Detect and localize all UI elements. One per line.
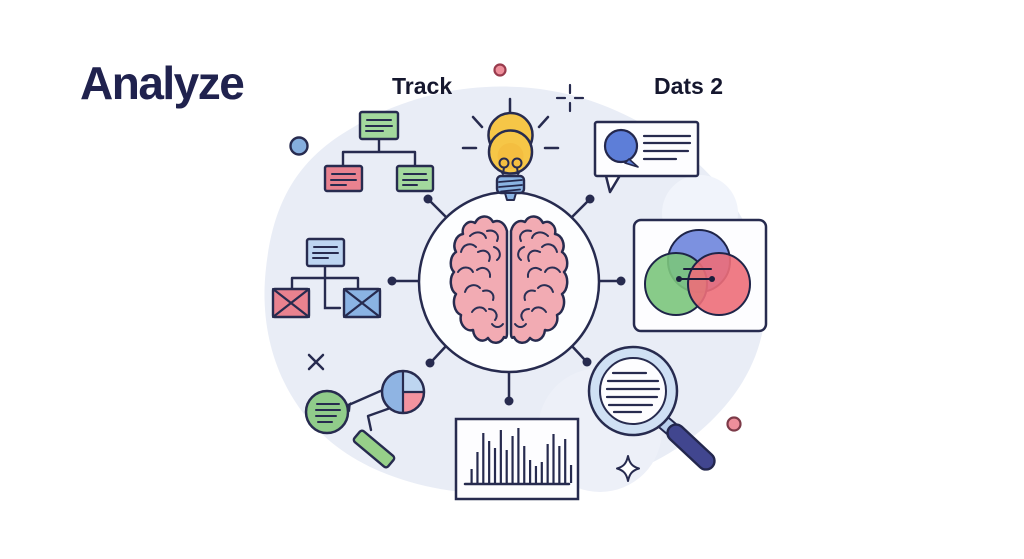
- envelope-red-icon: [271, 287, 311, 319]
- green-marker: [352, 429, 396, 469]
- pink-dot: [493, 63, 507, 77]
- brain-icon: [417, 190, 601, 374]
- sparkle-plus-icon: [555, 83, 585, 113]
- label-dats: Dats 2: [654, 73, 724, 99]
- magnifier-icon: [587, 345, 716, 471]
- blue-dot: [289, 136, 309, 156]
- pie-chart-note-icon: [304, 353, 426, 469]
- pink-dot: [726, 416, 742, 432]
- label-track: Track: [392, 73, 453, 99]
- x-mark-icon: [307, 353, 325, 371]
- bar-chart-icon: [454, 417, 580, 501]
- org-chart-mail-icon: [271, 237, 382, 319]
- chat-report-icon: [593, 120, 700, 194]
- envelope-blue-icon: [342, 287, 382, 319]
- page-title: Analyze: [80, 57, 245, 109]
- venn-diagram-icon: [632, 218, 768, 333]
- pie-chart-icon: [380, 369, 426, 415]
- note-circle-icon: [304, 389, 350, 435]
- lightbulb-rays: [461, 97, 560, 150]
- bar-chart-bars: [470, 428, 573, 483]
- chat-bubble-glyph: [603, 128, 639, 168]
- sparkle-star-icon: [616, 455, 640, 482]
- flowchart-icon: [289, 110, 435, 193]
- lightbulb-icon: [461, 97, 560, 201]
- hub-spokes: [387, 194, 626, 406]
